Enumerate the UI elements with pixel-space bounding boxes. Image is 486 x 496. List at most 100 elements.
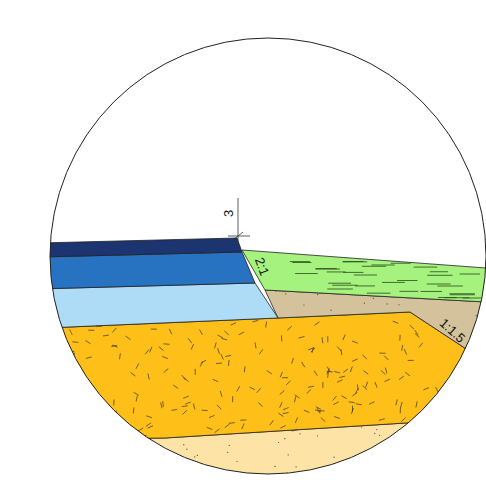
texture-stroke	[436, 387, 439, 392]
texture-stroke	[240, 419, 246, 420]
texture-stroke	[41, 336, 43, 342]
texture-stroke	[402, 345, 403, 351]
texture-stroke	[93, 403, 99, 405]
texture-stroke	[396, 399, 397, 405]
texture-stroke	[45, 439, 50, 443]
texture-stroke	[119, 353, 121, 359]
texture-dot	[194, 456, 195, 457]
texture-stroke	[162, 401, 164, 407]
texture-dot	[457, 468, 458, 469]
texture-stroke	[473, 403, 477, 408]
texture-dot	[341, 480, 342, 481]
texture-stroke	[96, 326, 102, 327]
texture-stroke	[333, 396, 337, 401]
texture-dot	[295, 466, 296, 467]
texture-stroke	[146, 423, 151, 426]
texture-stroke	[423, 388, 429, 390]
texture-stroke	[466, 414, 471, 418]
texture-dot	[285, 293, 286, 294]
base-layer	[0, 312, 486, 440]
texture-stroke	[49, 428, 54, 431]
texture-dot	[399, 457, 400, 458]
texture-stroke	[229, 422, 235, 424]
texture-stroke	[136, 396, 137, 402]
texture-stroke	[221, 338, 227, 339]
pavement-layer-1	[0, 238, 242, 258]
texture-dot	[446, 430, 447, 431]
texture-stroke	[449, 293, 474, 294]
texture-stroke	[316, 407, 321, 410]
texture-stroke	[339, 376, 345, 377]
texture-stroke	[343, 334, 345, 340]
texture-dot	[162, 452, 163, 453]
texture-stroke	[449, 403, 452, 408]
texture-stroke	[437, 286, 462, 287]
texture-stroke	[295, 273, 318, 274]
texture-stroke	[162, 356, 168, 358]
texture-dot	[425, 476, 426, 477]
texture-stroke	[307, 389, 311, 393]
texture-stroke	[440, 401, 446, 403]
texture-stroke	[98, 419, 104, 420]
texture-stroke	[164, 369, 169, 373]
texture-dot	[170, 464, 171, 465]
texture-stroke	[430, 271, 448, 272]
texture-stroke	[195, 369, 196, 375]
texture-stroke	[112, 328, 116, 333]
texture-dot	[421, 482, 422, 483]
texture-stroke	[258, 403, 262, 407]
texture-stroke	[218, 348, 220, 354]
texture-stroke	[448, 413, 452, 417]
texture-stroke	[375, 382, 377, 388]
texture-stroke	[427, 283, 451, 284]
texture-stroke	[220, 391, 222, 397]
texture-stroke	[49, 411, 51, 417]
texture-stroke	[399, 376, 404, 380]
texture-dot	[387, 303, 388, 304]
texture-stroke	[363, 371, 368, 375]
texture-stroke	[191, 344, 194, 349]
texture-stroke	[292, 262, 311, 263]
texture-stroke	[57, 332, 60, 337]
texture-stroke	[427, 275, 452, 276]
texture-stroke	[250, 387, 255, 390]
texture-stroke	[88, 330, 94, 331]
texture-dot	[303, 304, 304, 305]
texture-dot	[197, 455, 198, 456]
texture-stroke	[182, 405, 188, 407]
texture-dot	[472, 465, 473, 466]
texture-dot	[442, 425, 443, 426]
texture-stroke	[81, 396, 83, 402]
texture-stroke	[401, 418, 405, 422]
texture-stroke	[286, 381, 290, 385]
texture-stroke	[322, 337, 324, 343]
texture-stroke	[215, 429, 220, 433]
texture-dot	[374, 433, 375, 434]
texture-stroke	[295, 417, 297, 423]
texture-dot	[375, 446, 376, 447]
texture-stroke	[280, 391, 285, 395]
texture-dot	[229, 445, 230, 446]
texture-dot	[398, 448, 399, 449]
texture-stroke	[169, 329, 171, 335]
texture-stroke	[337, 347, 341, 352]
texture-dot	[373, 298, 374, 299]
texture-dot	[364, 453, 365, 454]
texture-stroke	[188, 338, 192, 343]
texture-stroke	[391, 263, 411, 264]
texture-stroke	[283, 413, 289, 414]
texture-stroke	[148, 374, 149, 380]
texture-stroke	[62, 348, 67, 351]
texture-stroke	[421, 291, 442, 292]
texture-stroke	[295, 396, 296, 402]
texture-stroke	[209, 415, 215, 417]
texture-stroke	[341, 349, 343, 355]
texture-dot	[288, 454, 289, 455]
texture-dot	[466, 480, 467, 481]
slope-label: 3	[222, 209, 235, 216]
texture-stroke	[40, 335, 46, 337]
texture-stroke	[315, 269, 339, 270]
texture-stroke	[327, 289, 353, 290]
texture-stroke	[281, 335, 282, 341]
